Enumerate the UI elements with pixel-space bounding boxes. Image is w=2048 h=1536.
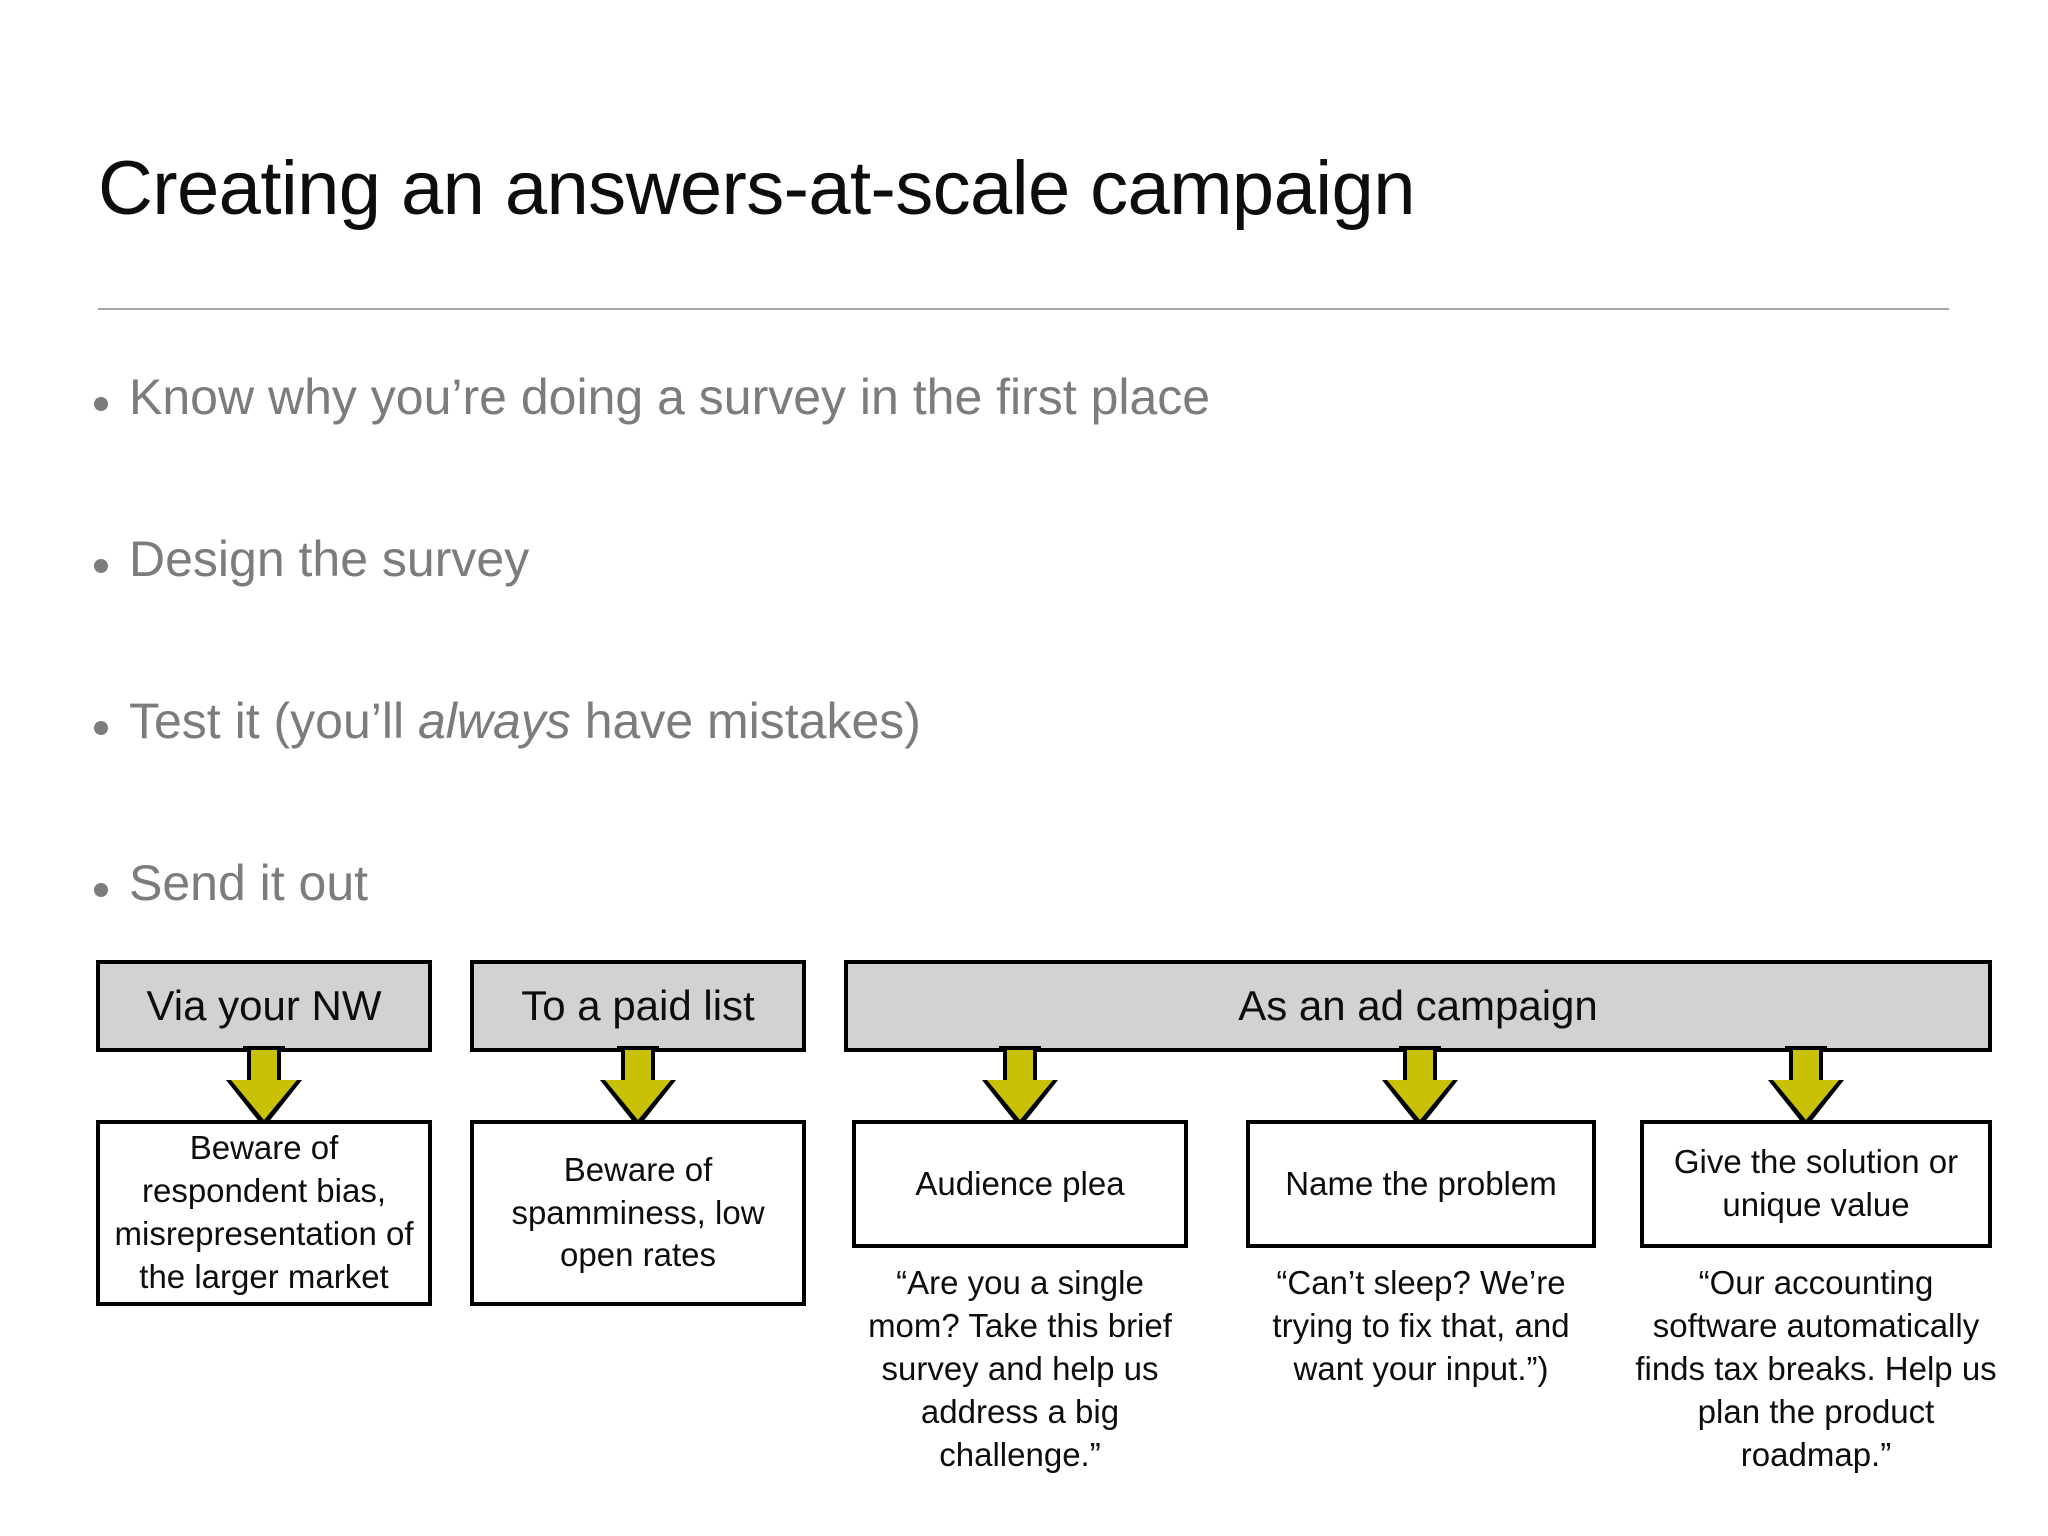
bullet-dot-icon [94,559,108,573]
list-item: Send it out [94,856,1794,1018]
ad-copy-give-the-solution: “Our accounting software automatically f… [1635,1264,1997,1473]
emphasis-text: always [417,693,571,749]
header-box-to-a-paid-list[interactable]: To a paid list [470,960,806,1052]
bullet-text: Test it (you’ll always have mistakes) [129,693,921,749]
header-box-as-an-ad-campaign[interactable]: As an ad campaign [844,960,1992,1052]
detail-box-respondent-bias[interactable]: Beware of respondent bias, misrepresenta… [96,1120,432,1306]
bullet-dot-icon [94,397,108,411]
header-box-via-your-nw[interactable]: Via your NW [96,960,432,1052]
list-item: Know why you’re doing a survey in the fi… [94,370,1794,532]
bullet-text: Know why you’re doing a survey in the fi… [129,369,1211,425]
detail-box-name-the-problem[interactable]: Name the problem [1246,1120,1596,1248]
bullet-list: Know why you’re doing a survey in the fi… [94,370,1794,1018]
bullet-dot-icon [94,883,108,897]
detail-box-give-the-solution[interactable]: Give the solution or unique value [1640,1120,1992,1248]
detail-box-audience-plea[interactable]: Audience plea [852,1120,1188,1248]
list-item: Design the survey [94,532,1794,694]
bullet-text: Design the survey [129,531,530,587]
title-divider [98,308,1949,310]
detail-box-spamminess[interactable]: Beware of spamminess, low open rates [470,1120,806,1306]
ad-copy-audience-plea: “Are you a single mom? Take this brief s… [868,1264,1172,1473]
bullet-text: Send it out [129,855,369,911]
ad-copy-name-the-problem: “Can’t sleep? We’re trying to fix that, … [1272,1264,1570,1387]
list-item: Test it (you’ll always have mistakes) [94,694,1794,856]
page-title: Creating an answers-at-scale campaign [98,146,1416,231]
bullet-dot-icon [94,721,108,735]
